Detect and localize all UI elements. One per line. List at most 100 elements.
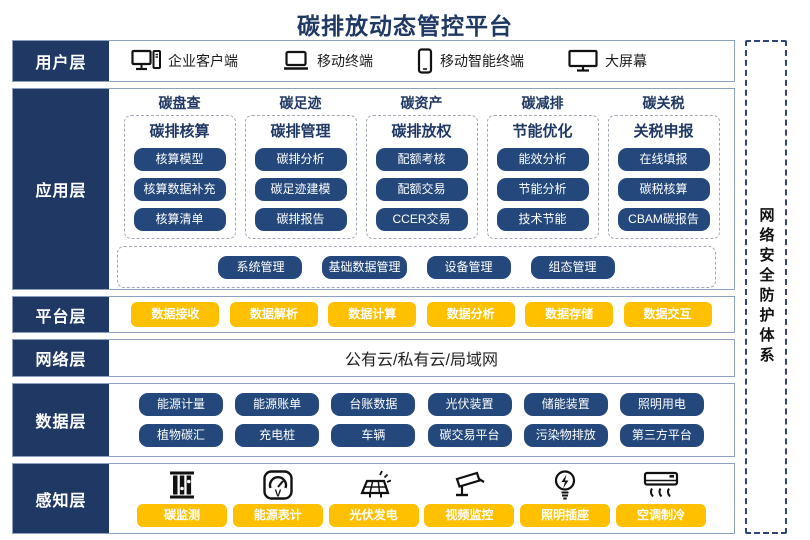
app-column-subheader: 节能优化 (512, 123, 573, 140)
app-columns: 碳盘查 碳排核算 核算模型 核算数据补充 核算清单 碳足迹 碳排管理 碳排分析 (109, 89, 734, 239)
app-module-pill: 配额考核 (375, 148, 468, 171)
perception-item-air-conditioning: 空调制冷 (615, 468, 706, 527)
page-title: 碳排放动态管控平台 (297, 13, 513, 39)
layer-data-label: 数据层 (13, 384, 109, 456)
app-module-pill: 配额交易 (375, 178, 468, 201)
perception-pill: 照明插座 (520, 504, 611, 527)
data-source-pill: 车辆 (331, 424, 416, 447)
air-conditioner-icon (643, 468, 679, 502)
data-source-pill: 碳交易平台 (427, 424, 512, 447)
svg-text:V: V (274, 489, 281, 500)
user-item-mobile-terminal: 移动终端 (282, 44, 373, 78)
user-item-big-screen: 大屏幕 (568, 44, 647, 78)
app-common-pill: 设备管理 (426, 255, 511, 279)
platform-pill-row: 数据接收 数据解析 数据计算 数据分析 数据存储 数据交互 (109, 297, 734, 332)
app-column-box: 碳排管理 碳排分析 碳足迹建模 碳排报告 (244, 115, 357, 239)
perception-pill: 视频监控 (424, 504, 515, 527)
app-module-pill: 节能分析 (496, 178, 589, 201)
data-pill-row-1: 能源计量 能源账单 台账数据 光伏装置 储能装置 照明用电 (139, 393, 704, 416)
layer-user-label: 用户层 (13, 41, 109, 81)
app-column-header: 碳盘查 (158, 95, 201, 111)
data-source-pill: 污染物排放 (523, 424, 608, 447)
platform-pill: 数据存储 (525, 302, 614, 327)
layer-network: 网络层 公有云/私有云/局域网 (12, 339, 735, 377)
app-common-pill: 组态管理 (530, 255, 615, 279)
perception-item-video-surveillance: 视频监控 (424, 468, 515, 527)
user-item-label: 移动终端 (317, 53, 373, 69)
solar-pv-icon (357, 468, 391, 502)
app-module-pill: 核算数据补充 (133, 178, 226, 201)
app-module-pill: 核算清单 (133, 208, 226, 231)
layer-perception: 感知层 (12, 463, 735, 534)
perception-pill: 光伏发电 (328, 504, 419, 527)
app-module-pill: 在线填报 (617, 148, 710, 171)
data-source-pill: 第三方平台 (619, 424, 704, 447)
data-pill-rows: 能源计量 能源账单 台账数据 光伏装置 储能装置 照明用电 植物碳汇 充电桩 车… (109, 384, 734, 456)
network-text: 公有云/私有云/局域网 (345, 352, 498, 369)
perception-pill: 碳监测 (137, 504, 227, 527)
desktop-pc-icon (131, 44, 161, 78)
app-column-carbon-asset: 碳资产 碳排放权 配额考核 配额交易 CCER交易 (365, 93, 478, 239)
platform-pill: 数据接收 (131, 302, 220, 327)
data-source-pill: 植物碳汇 (139, 424, 223, 447)
perception-row: 碳监测 V 能源表计 (109, 464, 734, 533)
energy-meter-icon: V (262, 468, 294, 502)
app-module-pill: 能效分析 (496, 148, 589, 171)
light-bulb-icon (551, 468, 579, 502)
platform-pill: 数据交互 (623, 302, 712, 327)
app-column-subheader: 关税申报 (633, 123, 694, 140)
app-common-pill: 基础数据管理 (322, 255, 407, 279)
layer-data: 数据层 能源计量 能源账单 台账数据 光伏装置 储能装置 照明用电 植物碳汇 充… (12, 383, 735, 457)
app-column-subheader: 碳排核算 (149, 123, 210, 140)
data-source-pill: 充电桩 (235, 424, 320, 447)
perception-pill: 能源表计 (232, 504, 323, 527)
layer-user-content: 企业客户端 移动终端 (109, 41, 734, 81)
perception-item-energy-meter: V 能源表计 (232, 468, 323, 527)
security-sidebar-label: 网络安全防护体系 (757, 207, 775, 367)
cctv-camera-icon (451, 468, 487, 502)
data-source-pill: 照明用电 (619, 393, 704, 416)
data-source-pill: 光伏装置 (427, 393, 512, 416)
platform-pill: 数据分析 (426, 302, 515, 327)
big-screen-icon (568, 44, 598, 78)
app-column-header: 碳减排 (521, 95, 564, 111)
user-item-label: 移动智能终端 (440, 53, 524, 69)
app-module-pill: 碳足迹建模 (254, 178, 347, 201)
app-column-subheader: 碳排管理 (270, 123, 331, 140)
layer-application-label: 应用层 (13, 89, 109, 289)
app-module-pill: 碳税核算 (617, 178, 710, 201)
app-module-pill: 碳排报告 (254, 208, 347, 231)
perception-item-solar-pv: 光伏发电 (328, 468, 419, 527)
app-column-carbon-footprint: 碳足迹 碳排管理 碳排分析 碳足迹建模 碳排报告 (244, 93, 357, 239)
app-common-box: 系统管理 基础数据管理 设备管理 组态管理 (117, 246, 716, 288)
layer-network-content: 公有云/私有云/局域网 (109, 340, 734, 376)
app-column-header: 碳足迹 (279, 95, 322, 111)
app-column-box: 节能优化 能效分析 节能分析 技术节能 (486, 115, 599, 239)
app-column-carbon-inventory: 碳盘查 碳排核算 核算模型 核算数据补充 核算清单 (123, 93, 236, 239)
layer-stack: 用户层 (12, 40, 735, 534)
user-item-smart-mobile: 移动智能终端 (417, 44, 524, 78)
data-source-pill: 储能装置 (523, 393, 608, 416)
layer-platform-content: 数据接收 数据解析 数据计算 数据分析 数据存储 数据交互 (109, 297, 734, 332)
app-module-pill: 碳排分析 (254, 148, 347, 171)
app-column-box: 碳排核算 核算模型 核算数据补充 核算清单 (123, 115, 236, 239)
app-column-box: 碳排放权 配额考核 配额交易 CCER交易 (365, 115, 478, 239)
app-column-subheader: 碳排放权 (391, 123, 452, 140)
layer-data-content: 能源计量 能源账单 台账数据 光伏装置 储能装置 照明用电 植物碳汇 充电桩 车… (109, 384, 734, 456)
app-column-carbon-reduction: 碳减排 节能优化 能效分析 节能分析 技术节能 (486, 93, 599, 239)
user-device-row: 企业客户端 移动终端 (109, 41, 734, 81)
platform-pill: 数据解析 (229, 302, 318, 327)
perception-item-carbon-monitor: 碳监测 (137, 468, 227, 527)
carbon-monitor-icon (166, 468, 198, 502)
app-module-pill: 核算模型 (133, 148, 226, 171)
app-column-header: 碳关税 (642, 95, 685, 111)
layer-platform-label: 平台层 (13, 297, 109, 332)
layer-perception-content: 碳监测 V 能源表计 (109, 464, 734, 533)
data-pill-row-2: 植物碳汇 充电桩 车辆 碳交易平台 污染物排放 第三方平台 (139, 424, 704, 447)
app-module-pill: CBAM碳报告 (617, 208, 710, 231)
layer-perception-label: 感知层 (13, 464, 109, 533)
layer-platform: 平台层 数据接收 数据解析 数据计算 数据分析 数据存储 数据交互 (12, 296, 735, 333)
platform-pill: 数据计算 (328, 302, 417, 327)
app-module-pill: 技术节能 (496, 208, 589, 231)
user-item-label: 大屏幕 (605, 53, 647, 69)
